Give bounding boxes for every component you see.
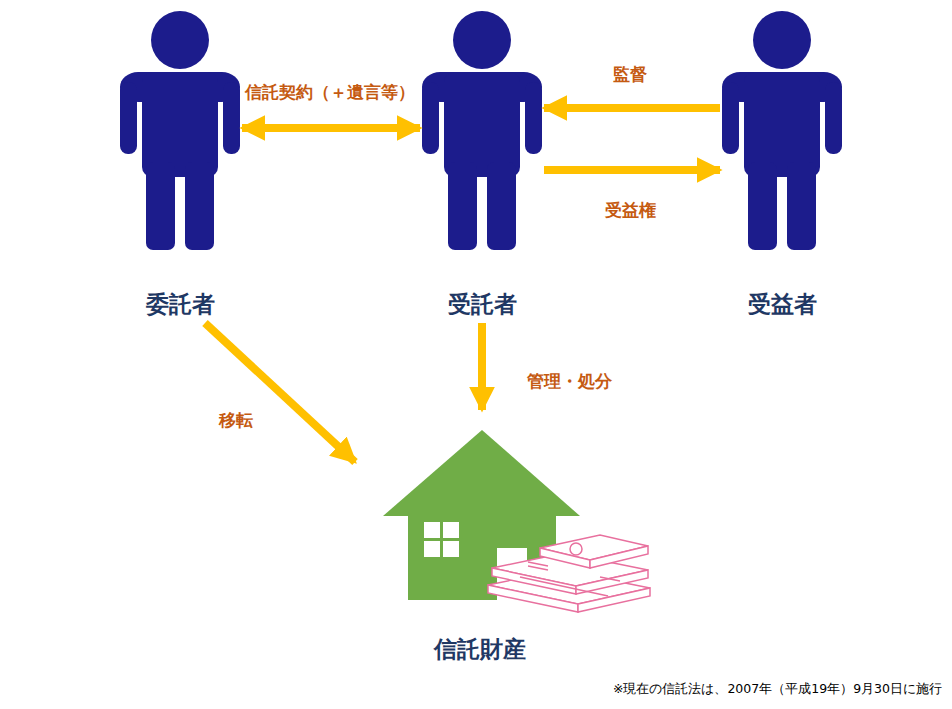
node-label: 受益者 [748,291,817,323]
person-figure [120,11,240,250]
arrow-connector [544,166,720,174]
party-node: 委託者 [118,5,242,323]
node-label: 受託者 [448,291,517,323]
edge-label: 受益権 [602,199,659,222]
arrow-connector [544,104,720,112]
edge-label: 移転 [216,409,256,432]
arrow-connector [478,323,486,410]
person-figure [422,11,542,250]
edge-label: 信託契約（＋遺言等） [242,81,418,104]
party-node: 受益者 [720,5,844,323]
arrow-connector [205,323,355,462]
person-figure [722,11,842,250]
node-label: 委託者 [146,291,215,323]
asset-node: 信託財産 [355,410,605,668]
node-label: 信託財産 [434,636,526,668]
footnote: ※現在の信託法は、2007年（平成19年）9月30日に施行 [613,681,942,698]
edge-label: 管理・処分 [524,370,615,393]
party-node: 受託者 [420,5,544,323]
money-bundles [488,535,650,612]
edge-label: 監督 [610,63,650,86]
arrow-connector [242,124,420,132]
